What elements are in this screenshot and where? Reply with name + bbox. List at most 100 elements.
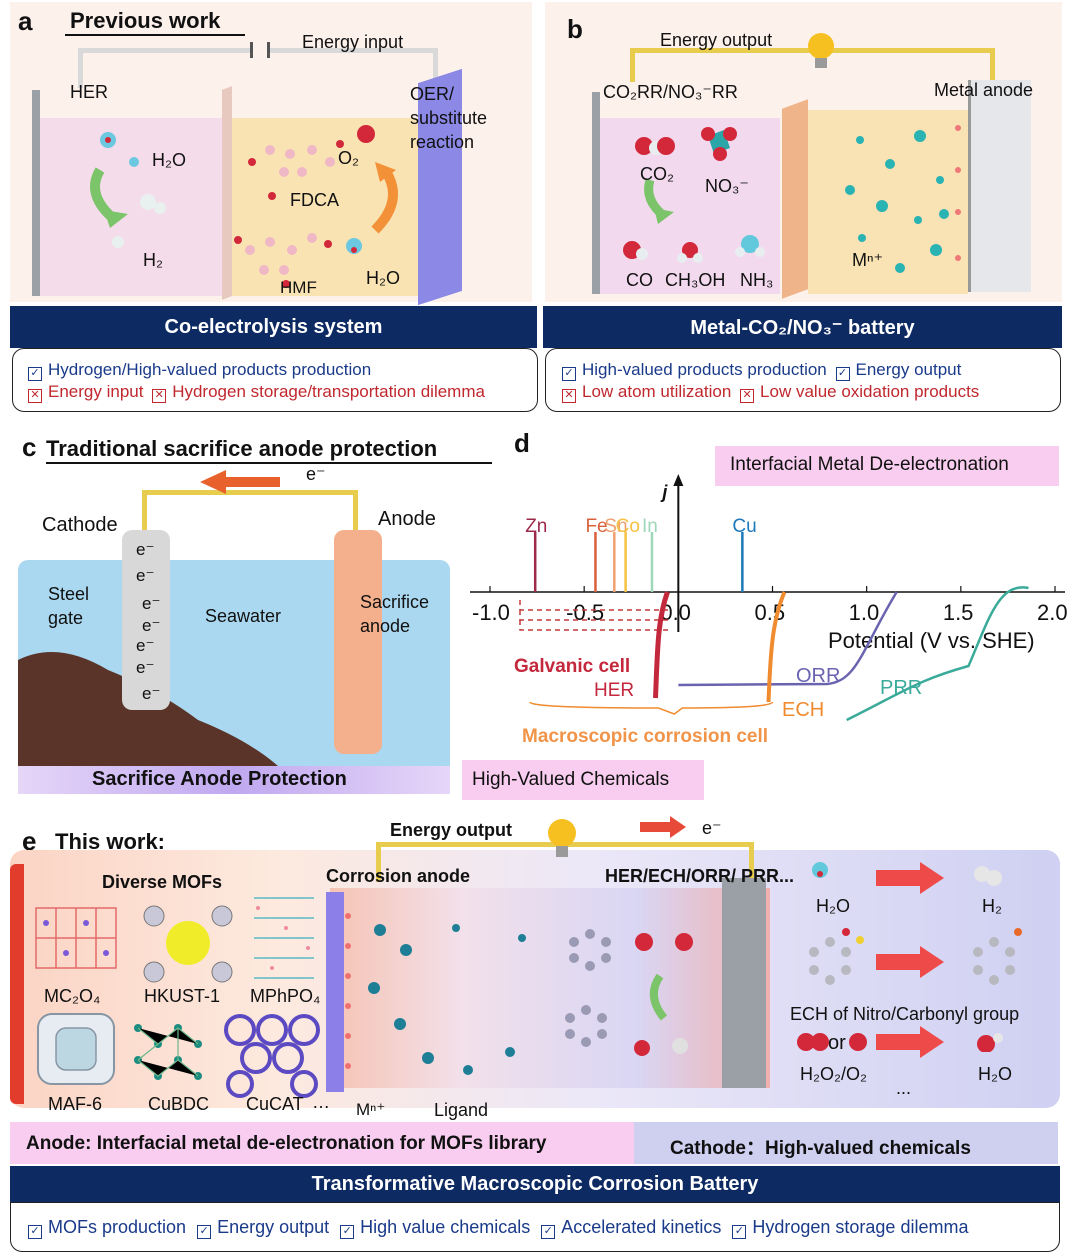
seawater-label: Seawater bbox=[205, 606, 282, 626]
mc2o4-structure bbox=[35, 907, 117, 969]
arrow-ech bbox=[876, 946, 944, 978]
or-label: or bbox=[828, 1032, 846, 1054]
cross-icon: ✕ bbox=[562, 389, 576, 403]
steel-gate-label-1: Steel bbox=[48, 584, 90, 604]
no3-label: NO₃⁻ bbox=[705, 176, 749, 196]
energy-output-e-label: Energy output bbox=[390, 820, 512, 840]
her-label: HER bbox=[594, 680, 634, 701]
macro-cell-label: Macroscopic corrosion cell bbox=[522, 726, 768, 747]
sacrifice-anode-label-1: Sacrifice bbox=[360, 592, 430, 612]
sacrifice-anode-rod bbox=[334, 530, 382, 754]
cell-particles bbox=[345, 913, 693, 1075]
check-icon: ✓ bbox=[541, 1225, 556, 1239]
sacrifice-anode-label-2: anode bbox=[360, 616, 411, 636]
bulb-icon bbox=[808, 33, 834, 68]
metal-co2-battery-banner: Metal-CO₂/NO₃⁻ battery bbox=[543, 306, 1062, 348]
panel-c-letter: c bbox=[22, 432, 37, 462]
battery-title-banner: Transformative Macroscopic Corrosion Bat… bbox=[10, 1166, 1060, 1202]
more-reactions: ... bbox=[896, 1078, 912, 1098]
diverse-mofs-label: Diverse MOFs bbox=[102, 872, 223, 892]
check-icon: ✓ bbox=[732, 1225, 747, 1239]
metal-co2-pros: ✓High-valued products production ✓Energy… bbox=[562, 360, 961, 381]
benefits-row: ✓MOFs production ✓Energy output ✓High va… bbox=[28, 1217, 968, 1239]
mn-label: Mⁿ⁺ bbox=[852, 250, 884, 270]
benefit-4: Accelerated kinetics bbox=[561, 1217, 722, 1237]
panel-c-electron: e⁻ bbox=[306, 464, 326, 484]
mof-name-cubdc: CuBDC bbox=[148, 1094, 210, 1114]
panel-a-molecules bbox=[90, 125, 398, 288]
h2o2-o2-label: H₂O₂/O₂ bbox=[800, 1064, 867, 1084]
reaction-arrows bbox=[876, 862, 944, 1058]
bulb-e-icon bbox=[548, 819, 576, 857]
mof-name-hkust-1: HKUST-1 bbox=[144, 986, 221, 1006]
anode-red-edge bbox=[10, 864, 24, 1104]
metal-ions bbox=[845, 130, 949, 273]
fdca-molecule bbox=[265, 145, 335, 177]
panel-b-molecules bbox=[623, 125, 961, 273]
cathode-label: Cathode bbox=[42, 514, 118, 536]
mof-structures bbox=[35, 897, 320, 1098]
ligand-label: Ligand bbox=[434, 1100, 489, 1120]
oer-label-1: OER/ bbox=[410, 84, 455, 104]
ech-label: ECH of Nitro/Carbonyl group bbox=[790, 1004, 1020, 1024]
check-icon: ✓ bbox=[562, 367, 576, 381]
oer-label-2: substitute bbox=[410, 108, 488, 128]
panel-e-title: This work: bbox=[55, 829, 166, 854]
steel-cathode-rod bbox=[122, 530, 170, 710]
pro-text: Hydrogen/High-valued products production bbox=[48, 360, 372, 379]
orr-label: ORR bbox=[796, 665, 840, 687]
steel-gate-label-2: gate bbox=[48, 608, 84, 628]
benefits-box bbox=[10, 1202, 1060, 1252]
panel-a-title-underline bbox=[65, 34, 245, 36]
panel-c-wire bbox=[142, 490, 358, 536]
mphpo4-structure bbox=[254, 897, 314, 979]
prr-label: PRR bbox=[880, 677, 922, 699]
co-label: CO bbox=[626, 270, 653, 290]
benefit-2: Energy output bbox=[217, 1217, 330, 1237]
co-electrolysis-cons: ✕Energy input ✕Hydrogen storage/transpor… bbox=[28, 382, 485, 403]
ch3oh-label: CH₃OH bbox=[665, 270, 726, 290]
panel-c-title: Traditional sacrifice anode protection bbox=[46, 436, 438, 461]
mof-name-mphpo4: MPhPO₄ bbox=[250, 986, 321, 1006]
mof-name-maf-6: MAF-6 bbox=[48, 1094, 102, 1114]
x-tick-label: 1.0 bbox=[849, 600, 880, 625]
metal-co2-cons: ✕Low atom utilization ✕Low value oxidati… bbox=[562, 382, 979, 403]
electron-flow-arrow bbox=[200, 470, 280, 494]
sacrifice-anode-banner-bg bbox=[18, 766, 450, 794]
o2-label: O₂ bbox=[338, 148, 359, 168]
hmf-label: HMF bbox=[280, 278, 317, 297]
h2o-right-label: H₂O bbox=[366, 268, 400, 288]
hkust-1-pore bbox=[166, 921, 210, 965]
con-text-1: Low atom utilization bbox=[582, 382, 732, 401]
check-icon: ✓ bbox=[28, 367, 42, 381]
h2o-product-label: H₂O bbox=[978, 1064, 1012, 1084]
co2-label: CO₂ bbox=[640, 164, 674, 184]
panel-a-title: Previous work bbox=[70, 8, 221, 33]
anode-banner-bg bbox=[10, 1122, 634, 1164]
metal-marker-label: Cu bbox=[732, 516, 756, 537]
mof-name-mc2o4: MC₂O₄ bbox=[44, 986, 101, 1006]
electron-5: e⁻ bbox=[136, 636, 155, 655]
arrow-h2o-h2 bbox=[876, 862, 944, 894]
ligand-clusters bbox=[368, 924, 526, 1075]
ech-label: ECH bbox=[782, 699, 824, 721]
h2-label: H₂ bbox=[143, 250, 163, 270]
high-valued-banner-bg bbox=[462, 760, 704, 800]
cross-icon: ✕ bbox=[740, 389, 755, 403]
con-text-2: Hydrogen storage/transportation dilemma bbox=[172, 382, 485, 401]
metal-marker-label: In bbox=[642, 516, 658, 537]
panel-d-letter: d bbox=[514, 428, 530, 458]
fdca-label: FDCA bbox=[290, 190, 339, 210]
metal-co2-box bbox=[545, 348, 1061, 412]
cross-icon: ✕ bbox=[28, 389, 42, 403]
anode-banner: Anode: Interfacial metal de-electronatio… bbox=[26, 1133, 547, 1154]
mof-ellipsis: … bbox=[312, 1092, 330, 1112]
electron-e-label: e⁻ bbox=[702, 818, 722, 838]
con-text-1: Energy input bbox=[48, 382, 144, 401]
h2o-left-label: H₂O bbox=[152, 150, 186, 170]
electron-3: e⁻ bbox=[142, 594, 161, 613]
her-curve bbox=[653, 591, 670, 699]
panel-c-title-underline bbox=[46, 462, 492, 464]
corrosion-cell-body bbox=[330, 888, 770, 1088]
